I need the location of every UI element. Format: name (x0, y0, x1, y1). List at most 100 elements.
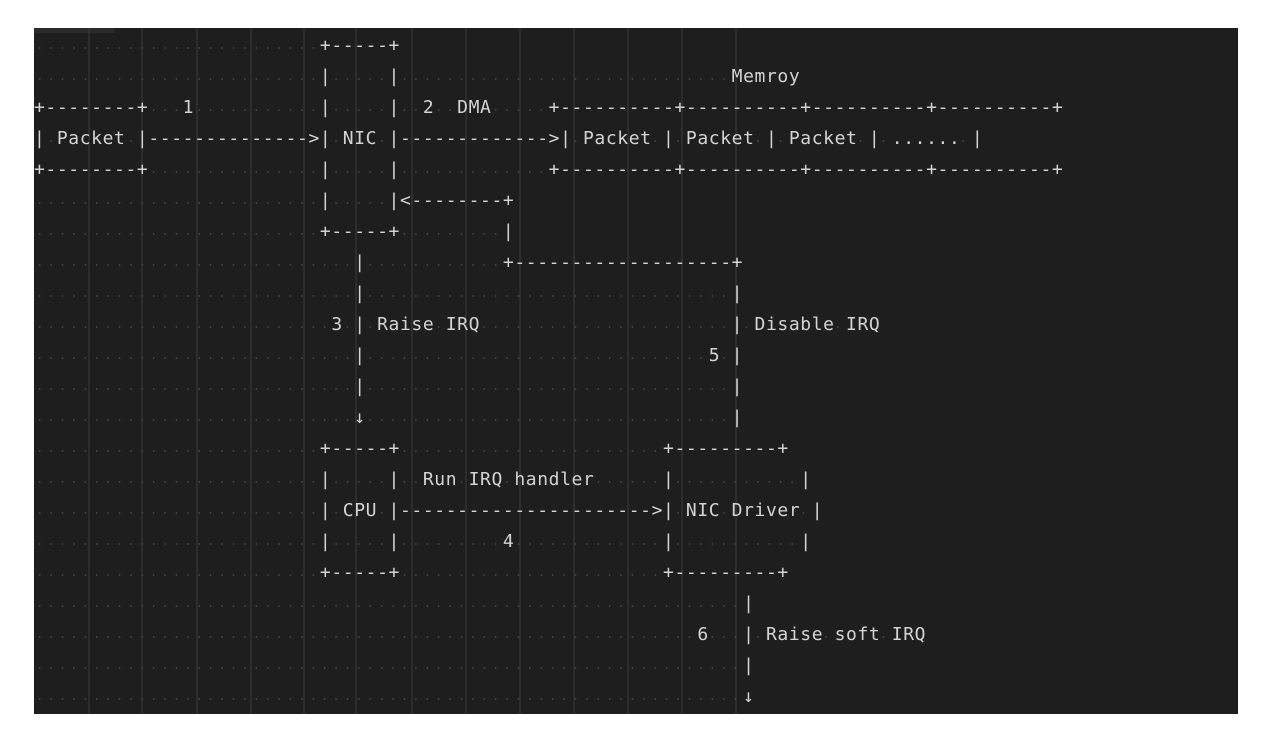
whitespace-dot (460, 450, 463, 452)
code-editor[interactable]: +-----+ | | Memroy+--------+ 1 | | 2 DMA… (34, 28, 1238, 714)
whitespace-dot (335, 512, 337, 514)
whitespace-dot (61, 481, 64, 483)
whitespace-dot (209, 512, 212, 514)
whitespace-dot (415, 171, 417, 173)
whitespace-dot (472, 295, 474, 297)
whitespace-dot (346, 202, 349, 204)
whitespace-dot (654, 636, 657, 638)
whitespace-dot (244, 233, 246, 235)
whitespace-dot (426, 388, 429, 390)
whitespace-dot (38, 636, 41, 638)
whitespace-dot (540, 667, 543, 669)
whitespace-dot (597, 326, 600, 328)
whitespace-dot (358, 171, 360, 173)
whitespace-dot (517, 419, 520, 421)
whitespace-dot (449, 636, 451, 638)
whitespace-dot (61, 47, 64, 49)
whitespace-dot (369, 109, 372, 111)
whitespace-dot (700, 698, 702, 700)
whitespace-dot (722, 78, 725, 80)
whitespace-dot (415, 667, 417, 669)
whitespace-dot (654, 698, 657, 700)
whitespace-dot (335, 357, 337, 359)
whitespace-dot (95, 543, 98, 545)
whitespace-dot (107, 264, 109, 266)
whitespace-dot (232, 481, 235, 483)
whitespace-dot (289, 512, 292, 514)
whitespace-dot (403, 419, 406, 421)
whitespace-dot (61, 605, 64, 607)
whitespace-dot (688, 357, 691, 359)
whitespace-dot (654, 667, 657, 669)
whitespace-dot (152, 109, 155, 111)
whitespace-dot (175, 264, 178, 266)
whitespace-dot (187, 264, 189, 266)
whitespace-dot (380, 109, 383, 111)
whitespace-dot (540, 605, 543, 607)
whitespace-dot (209, 605, 212, 607)
whitespace-dot (540, 636, 543, 638)
whitespace-dot (677, 543, 679, 545)
whitespace-dot (403, 667, 406, 669)
whitespace-dot (118, 574, 121, 576)
whitespace-dot (551, 698, 554, 700)
whitespace-dot (563, 326, 565, 328)
whitespace-dot (278, 357, 280, 359)
whitespace-dot (346, 357, 349, 359)
whitespace-dot (50, 233, 52, 235)
whitespace-dot (654, 574, 657, 576)
whitespace-dot (266, 388, 269, 390)
whitespace-dot (107, 636, 109, 638)
whitespace-dot (312, 543, 315, 545)
whitespace-dot (312, 264, 315, 266)
whitespace-dot (574, 140, 577, 142)
whitespace-dot (711, 419, 714, 421)
whitespace-dot (700, 295, 702, 297)
whitespace-dot (152, 388, 155, 390)
whitespace-dot (586, 295, 588, 297)
whitespace-dot (301, 109, 303, 111)
whitespace-dot (209, 698, 212, 700)
whitespace-dot (403, 481, 406, 483)
whitespace-dot (209, 667, 212, 669)
whitespace-dot (118, 78, 121, 80)
whitespace-dot (84, 388, 87, 390)
whitespace-dot (665, 636, 668, 638)
whitespace-dot (654, 450, 657, 452)
diagram-line: | Packet |-------------->| NIC |--------… (34, 128, 984, 149)
whitespace-dot (517, 357, 520, 359)
whitespace-dot (38, 295, 41, 297)
whitespace-dot (335, 698, 337, 700)
whitespace-dot (152, 47, 155, 49)
whitespace-dot (221, 574, 224, 576)
whitespace-dot (563, 667, 565, 669)
whitespace-dot (722, 667, 725, 669)
whitespace-dot (757, 636, 759, 638)
diagram-line: +-----+ | (34, 221, 515, 242)
whitespace-dot (597, 481, 600, 483)
whitespace-dot (403, 450, 406, 452)
whitespace-dot (95, 574, 98, 576)
whitespace-dot (130, 140, 132, 142)
whitespace-dot (711, 543, 714, 545)
whitespace-dot (301, 481, 303, 483)
whitespace-dot (346, 388, 349, 390)
whitespace-dot (426, 574, 429, 576)
whitespace-guides (38, 28, 964, 714)
whitespace-dot (791, 481, 793, 483)
whitespace-dot (380, 605, 383, 607)
whitespace-dot (73, 667, 75, 669)
whitespace-dot (506, 574, 508, 576)
whitespace-dot (358, 636, 360, 638)
whitespace-dot (175, 202, 178, 204)
whitespace-dot (722, 698, 725, 700)
whitespace-dot (164, 667, 167, 669)
whitespace-dot (118, 264, 121, 266)
whitespace-dot (198, 171, 201, 173)
whitespace-dot (779, 481, 782, 483)
whitespace-dot (301, 326, 303, 328)
whitespace-dot (255, 512, 258, 514)
whitespace-dot (141, 667, 144, 669)
whitespace-dot (255, 326, 258, 328)
whitespace-dot (118, 543, 121, 545)
